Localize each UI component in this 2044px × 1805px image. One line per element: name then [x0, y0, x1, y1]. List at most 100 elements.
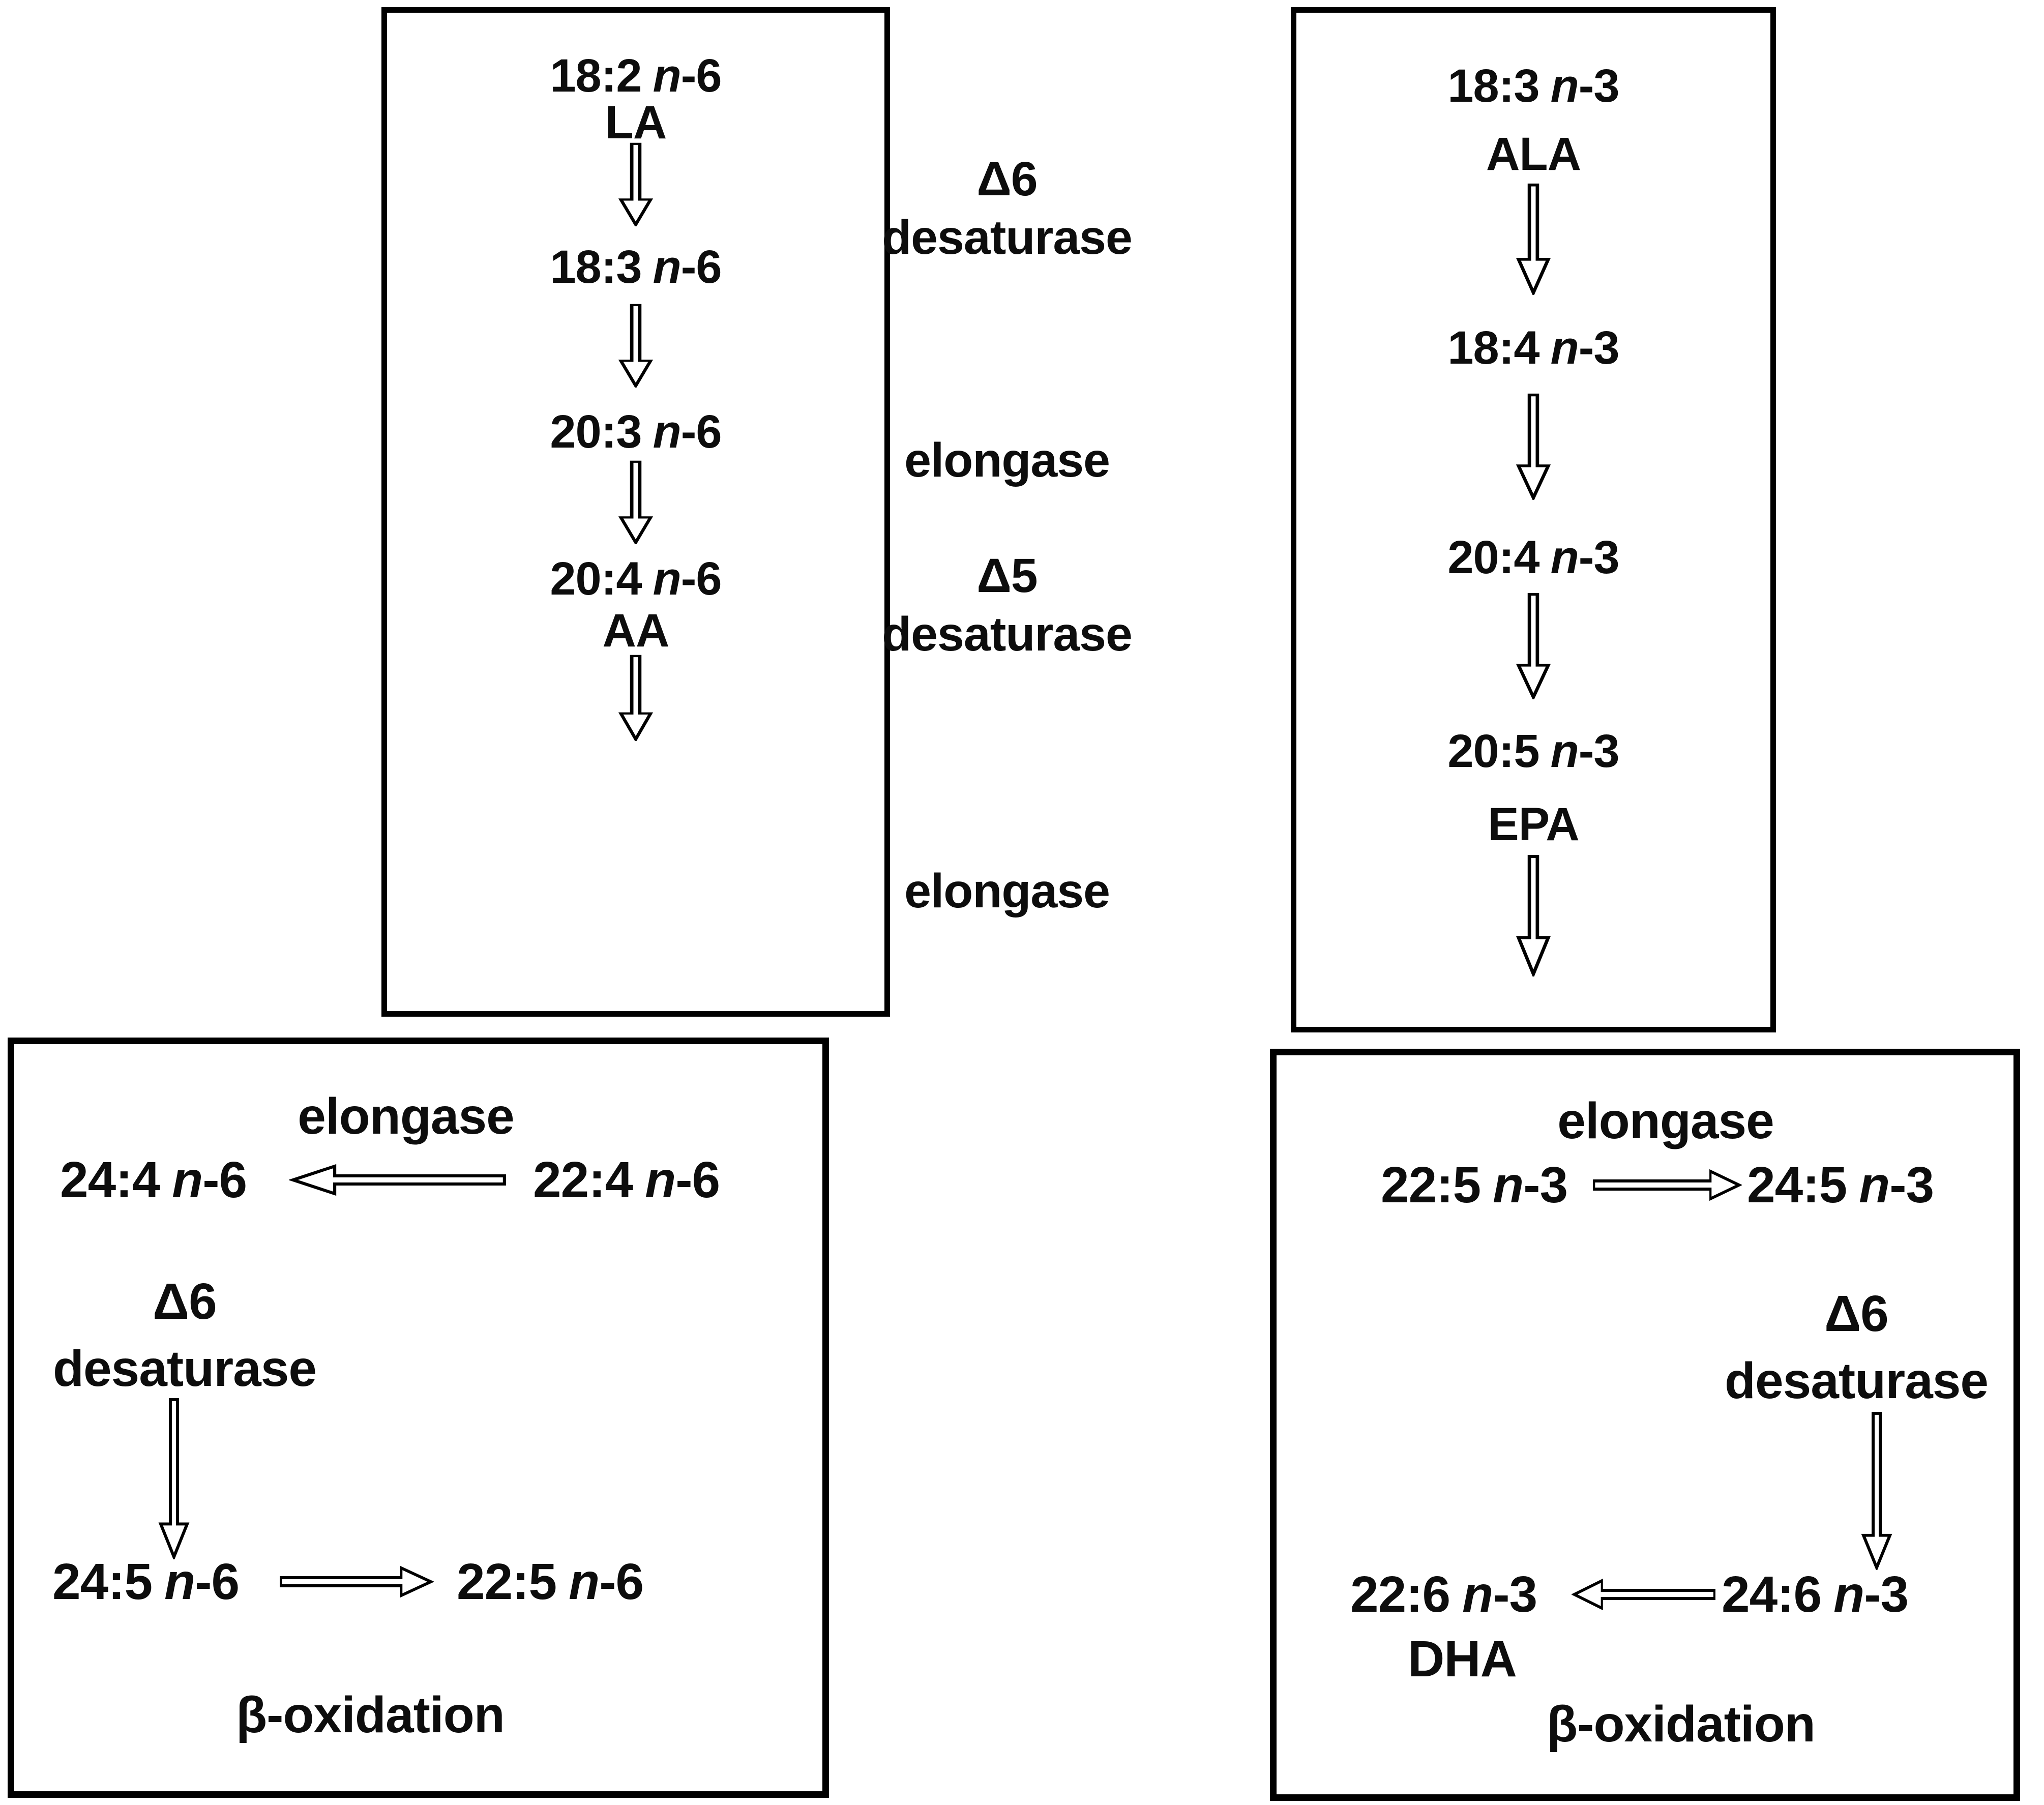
compound-suffix: -6	[599, 1553, 644, 1610]
compound-number: 24:5	[1747, 1157, 1847, 1214]
arrow-down-icon	[618, 655, 654, 741]
enzyme-line: Δ6	[976, 152, 1038, 206]
arrow-left-icon	[289, 1164, 506, 1196]
compound-n: n	[653, 50, 682, 102]
abbr-DHA: DHA	[1408, 1631, 1517, 1688]
compound-number: 20:4	[550, 553, 642, 605]
arrow-down-icon	[1516, 183, 1551, 295]
enzyme-line: Δ6	[153, 1273, 217, 1330]
compound-number: 24:6	[1722, 1566, 1822, 1623]
compound-suffix: -3	[1523, 1157, 1568, 1214]
compound-suffix: -6	[202, 1151, 247, 1208]
compound-number: 22:4	[533, 1151, 633, 1208]
compound-number: 22:5	[1381, 1157, 1481, 1214]
abbr-LA: LA	[605, 97, 667, 149]
enzyme-line: elongase	[904, 864, 1110, 918]
abbr-EPA: EPA	[1488, 798, 1579, 850]
compound-number: 18:4	[1447, 322, 1539, 374]
compound-n: n	[1550, 60, 1579, 112]
compound-n: n	[1462, 1566, 1493, 1623]
compound-suffix: -6	[680, 241, 722, 293]
compound-n: n	[569, 1553, 600, 1610]
arrow-right-icon	[280, 1565, 434, 1598]
enzyme-line: desaturase	[882, 211, 1133, 264]
compound-number: 22:6	[1350, 1566, 1450, 1623]
compound-n: n	[1550, 725, 1579, 777]
compound-n: n	[653, 553, 682, 605]
compound-suffix: -3	[1864, 1566, 1909, 1623]
compound-n: n	[1493, 1157, 1524, 1214]
enzyme-label-delta6-desaturase: Δ6 desaturase	[24, 1268, 345, 1402]
compound-suffix: -3	[1889, 1157, 1934, 1214]
compound-suffix: -6	[680, 553, 722, 605]
compound-suffix: -6	[675, 1151, 720, 1208]
compound-n: n	[172, 1151, 203, 1208]
compound-number: 20:4	[1447, 531, 1539, 583]
compound-number: 18:3	[550, 241, 642, 293]
compound-number: 24:5	[52, 1553, 153, 1610]
arrow-down-icon	[1516, 855, 1551, 977]
abbr-AA: AA	[602, 605, 670, 657]
compound-n: n	[164, 1553, 195, 1610]
compound-suffix: -3	[1578, 725, 1620, 777]
enzyme-label-beta-oxidation: β-oxidation	[1547, 1696, 1816, 1753]
enzyme-line: desaturase	[882, 607, 1133, 661]
enzyme-label-delta5-desaturase: Δ5 desaturase	[829, 547, 1185, 664]
enzyme-label-delta6-desaturase: Δ6 desaturase	[1696, 1280, 2017, 1414]
enzyme-label-elongase: elongase	[829, 862, 1185, 921]
abbr-ALA: ALA	[1486, 128, 1581, 180]
arrow-down-icon	[618, 304, 654, 388]
compound-suffix: -3	[1493, 1566, 1537, 1623]
compound-n: n	[653, 406, 682, 458]
enzyme-line: desaturase	[52, 1340, 317, 1397]
arrow-down-icon	[618, 460, 654, 544]
compound-suffix: -3	[1578, 531, 1620, 583]
enzyme-line: elongase	[904, 433, 1110, 487]
compound-number: 20:3	[550, 406, 642, 458]
compound-n: n	[1550, 531, 1579, 583]
arrow-down-icon	[1516, 593, 1551, 699]
arrow-down-icon	[1861, 1411, 1892, 1570]
compound-n: n	[653, 241, 682, 293]
arrow-down-icon	[618, 142, 654, 226]
compound-number: 18:2	[550, 50, 642, 102]
arrow-left-icon	[1572, 1578, 1715, 1611]
enzyme-line: desaturase	[1724, 1352, 1989, 1409]
enzyme-line: Δ6	[1824, 1285, 1889, 1342]
compound-suffix: -6	[680, 50, 722, 102]
compound-number: 22:5	[457, 1553, 557, 1610]
compound-suffix: -6	[680, 406, 722, 458]
enzyme-label-elongase: elongase	[298, 1088, 515, 1145]
enzyme-line: Δ5	[976, 549, 1038, 603]
arrow-down-icon	[1516, 393, 1551, 500]
compound-suffix: -6	[195, 1553, 240, 1610]
compound-number: 20:5	[1447, 725, 1539, 777]
enzyme-label-delta6-desaturase: Δ6 desaturase	[829, 150, 1185, 267]
compound-n: n	[1833, 1566, 1864, 1623]
arrow-down-icon	[158, 1398, 190, 1559]
compound-n: n	[1550, 322, 1579, 374]
enzyme-label-beta-oxidation: β-oxidation	[236, 1686, 505, 1743]
compound-n: n	[645, 1151, 676, 1208]
enzyme-label-elongase: elongase	[829, 431, 1185, 490]
